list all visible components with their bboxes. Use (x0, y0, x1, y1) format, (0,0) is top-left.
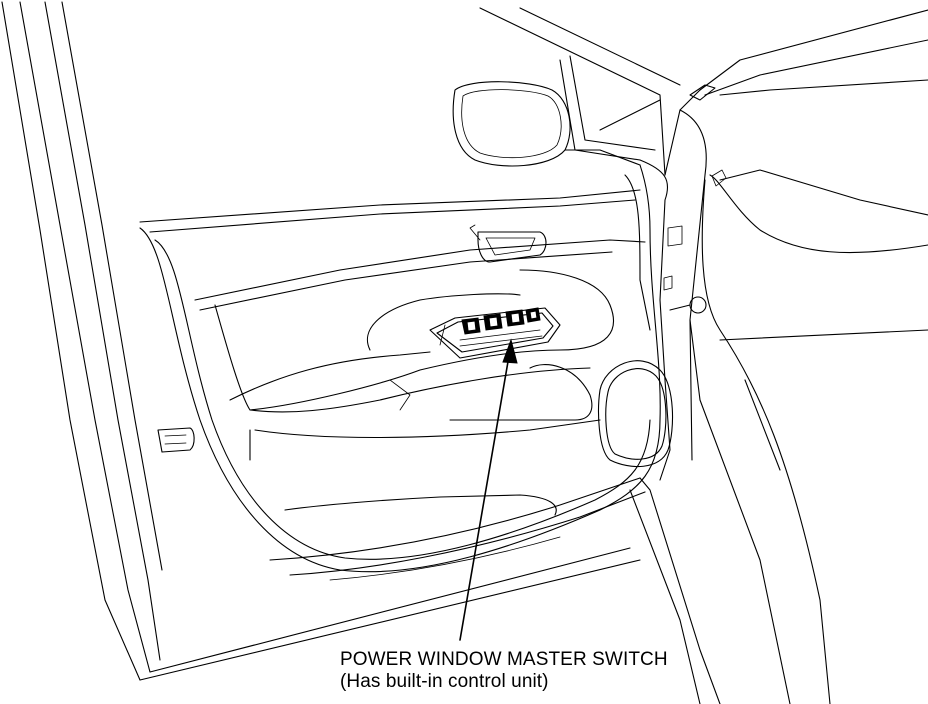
door-outer-frame (1, 1, 641, 681)
door-trim-panel (139, 164, 661, 573)
door-sill (269, 477, 721, 704)
window-frame (139, 7, 681, 233)
callout-label: POWER WINDOW MASTER SWITCH (Has built-in… (340, 649, 668, 693)
power-window-master-switch (429, 307, 561, 359)
inner-door-handle (469, 224, 547, 263)
speaker-grille (598, 360, 674, 468)
door-pocket (249, 364, 601, 516)
door-latch (157, 427, 195, 453)
arrow-leader-icon (459, 338, 518, 641)
armrest (214, 269, 614, 413)
callout-note: (Has built-in control unit) (340, 671, 549, 692)
callout-part-name: POWER WINDOW MASTER SWITCH (340, 649, 668, 670)
body-pillar (663, 169, 928, 704)
door-hinge-side (624, 9, 928, 481)
side-mirror (452, 81, 641, 167)
